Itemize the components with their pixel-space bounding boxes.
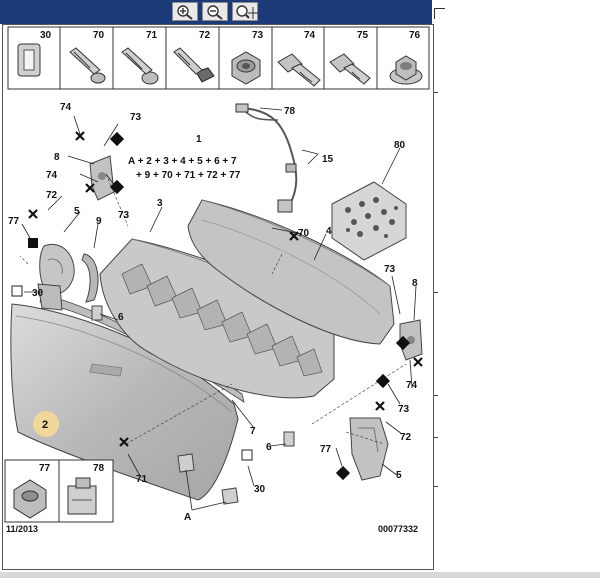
- fastener-legend-bottom: 77 78: [4, 459, 114, 523]
- diagram-reference: 00077332: [378, 524, 419, 534]
- zoom-out-button[interactable]: [202, 2, 228, 21]
- callout-5a: 5: [74, 206, 80, 217]
- callout-2: 2: [42, 419, 48, 431]
- left-bracket-part-5: [39, 243, 75, 295]
- legend-label-78: 78: [93, 463, 105, 474]
- callout-8a: 8: [54, 152, 60, 163]
- bumper-cover-part-2: [10, 303, 239, 501]
- right-strip-tick: [434, 292, 438, 293]
- screw-71-icon: [121, 47, 159, 85]
- nut-76-icon: [389, 55, 423, 85]
- callout-8b: 8: [412, 278, 418, 289]
- callout-71: 71: [136, 474, 148, 485]
- callout-73b: 73: [118, 210, 130, 221]
- right-strip-tick: [434, 486, 438, 487]
- pan-icon: [236, 5, 258, 19]
- bolt-74-icon: [277, 53, 321, 87]
- nut-77-icon: [13, 479, 47, 519]
- highlight-part-2: [33, 411, 59, 437]
- callout-1: 1: [196, 134, 202, 145]
- legend-label-72: 72: [199, 30, 211, 41]
- zoom-in-icon: [177, 5, 193, 20]
- callout-74c: 74: [406, 380, 418, 391]
- bolt-72-icon: [173, 47, 215, 83]
- callout-6a: 6: [118, 312, 124, 323]
- right-strip-tick: [434, 92, 438, 93]
- formula-line-2: + 9 + 70 + 71 + 72 + 77: [136, 170, 241, 181]
- callout-77a: 77: [8, 216, 20, 227]
- reinforcement-part-4: [187, 199, 395, 345]
- legend-label-70: 70: [93, 30, 105, 41]
- callout-77b: 77: [320, 444, 332, 455]
- left-lower-bracket: [37, 283, 63, 311]
- callout-30b: 30: [254, 484, 266, 495]
- right-strip-tick: [434, 395, 438, 396]
- bottom-scroll-strip[interactable]: [0, 572, 600, 578]
- legend-label-74: 74: [304, 30, 316, 41]
- assembly-dash-lines: [19, 173, 407, 445]
- connector-78-icon: [67, 477, 97, 515]
- legend-label-73: 73: [252, 30, 264, 41]
- right-bracket-part-5: [349, 417, 389, 481]
- formula-line-1: A + 2 + 3 + 4 + 5 + 6 + 7: [128, 156, 237, 167]
- legend-label-30: 30: [40, 30, 52, 41]
- viewer-toolbar: [0, 0, 600, 24]
- clip-part-6-right: [283, 431, 295, 447]
- callout-70: 70: [298, 228, 310, 239]
- callout-74b: 74: [46, 170, 58, 181]
- right-side-strip: [434, 0, 600, 578]
- callout-73c: 73: [384, 264, 396, 275]
- callout-73d: 73: [398, 404, 410, 415]
- callout-74a: 74: [60, 102, 72, 113]
- callout-15: 15: [322, 154, 334, 165]
- callout-A: A: [184, 512, 191, 523]
- callout-78: 78: [284, 106, 296, 117]
- fastener-markers: [11, 131, 423, 481]
- callout-73a: 73: [130, 112, 142, 123]
- callout-30a: 30: [32, 288, 44, 299]
- callout-5b: 5: [396, 470, 402, 481]
- callout-9: 9: [96, 216, 102, 227]
- legend-label-77: 77: [39, 463, 51, 474]
- callout-7: 7: [250, 426, 256, 437]
- clip-30-icon: [17, 43, 41, 77]
- bolt-75-icon: [329, 53, 371, 85]
- nut-73-icon: [231, 51, 261, 85]
- callout-4: 4: [326, 226, 332, 237]
- lower-clip-a-left: [177, 453, 195, 473]
- callout-labels: 74 73 78 1 A + 2 + 3 + 4 + 5 + 6 + 7 + 9…: [8, 102, 418, 523]
- right-strip-corner: [434, 8, 445, 19]
- upper-left-bracket-part-8: [89, 155, 115, 201]
- callout-6b: 6: [266, 442, 272, 453]
- zoom-out-icon: [207, 5, 223, 20]
- legend-label-75: 75: [357, 30, 369, 41]
- callout-3: 3: [157, 198, 163, 209]
- harness-part-15: [235, 103, 298, 213]
- callout-72b: 72: [400, 432, 412, 443]
- exploded-parts-diagram: 30 70 71 72 73 74 75 76: [4, 26, 430, 523]
- clip-part-6-left: [91, 305, 103, 321]
- legend-label-71: 71: [146, 30, 158, 41]
- callout-72a: 72: [46, 190, 58, 201]
- beam-part-3: [99, 238, 335, 399]
- right-strip-tick: [434, 437, 438, 438]
- legend-label-76: 76: [409, 30, 421, 41]
- screw-70-icon: [69, 47, 106, 84]
- mount-part-9: [81, 253, 99, 303]
- lower-clip-a-right: [221, 487, 239, 505]
- fastener-legend-top: 30 70 71 72 73 74 75 76: [7, 26, 430, 90]
- zoom-in-button[interactable]: [172, 2, 198, 21]
- component-kit-part-80: [331, 181, 407, 261]
- callout-80: 80: [394, 140, 406, 151]
- diagram-date: 11/2013: [6, 524, 39, 534]
- pan-button[interactable]: [232, 2, 258, 21]
